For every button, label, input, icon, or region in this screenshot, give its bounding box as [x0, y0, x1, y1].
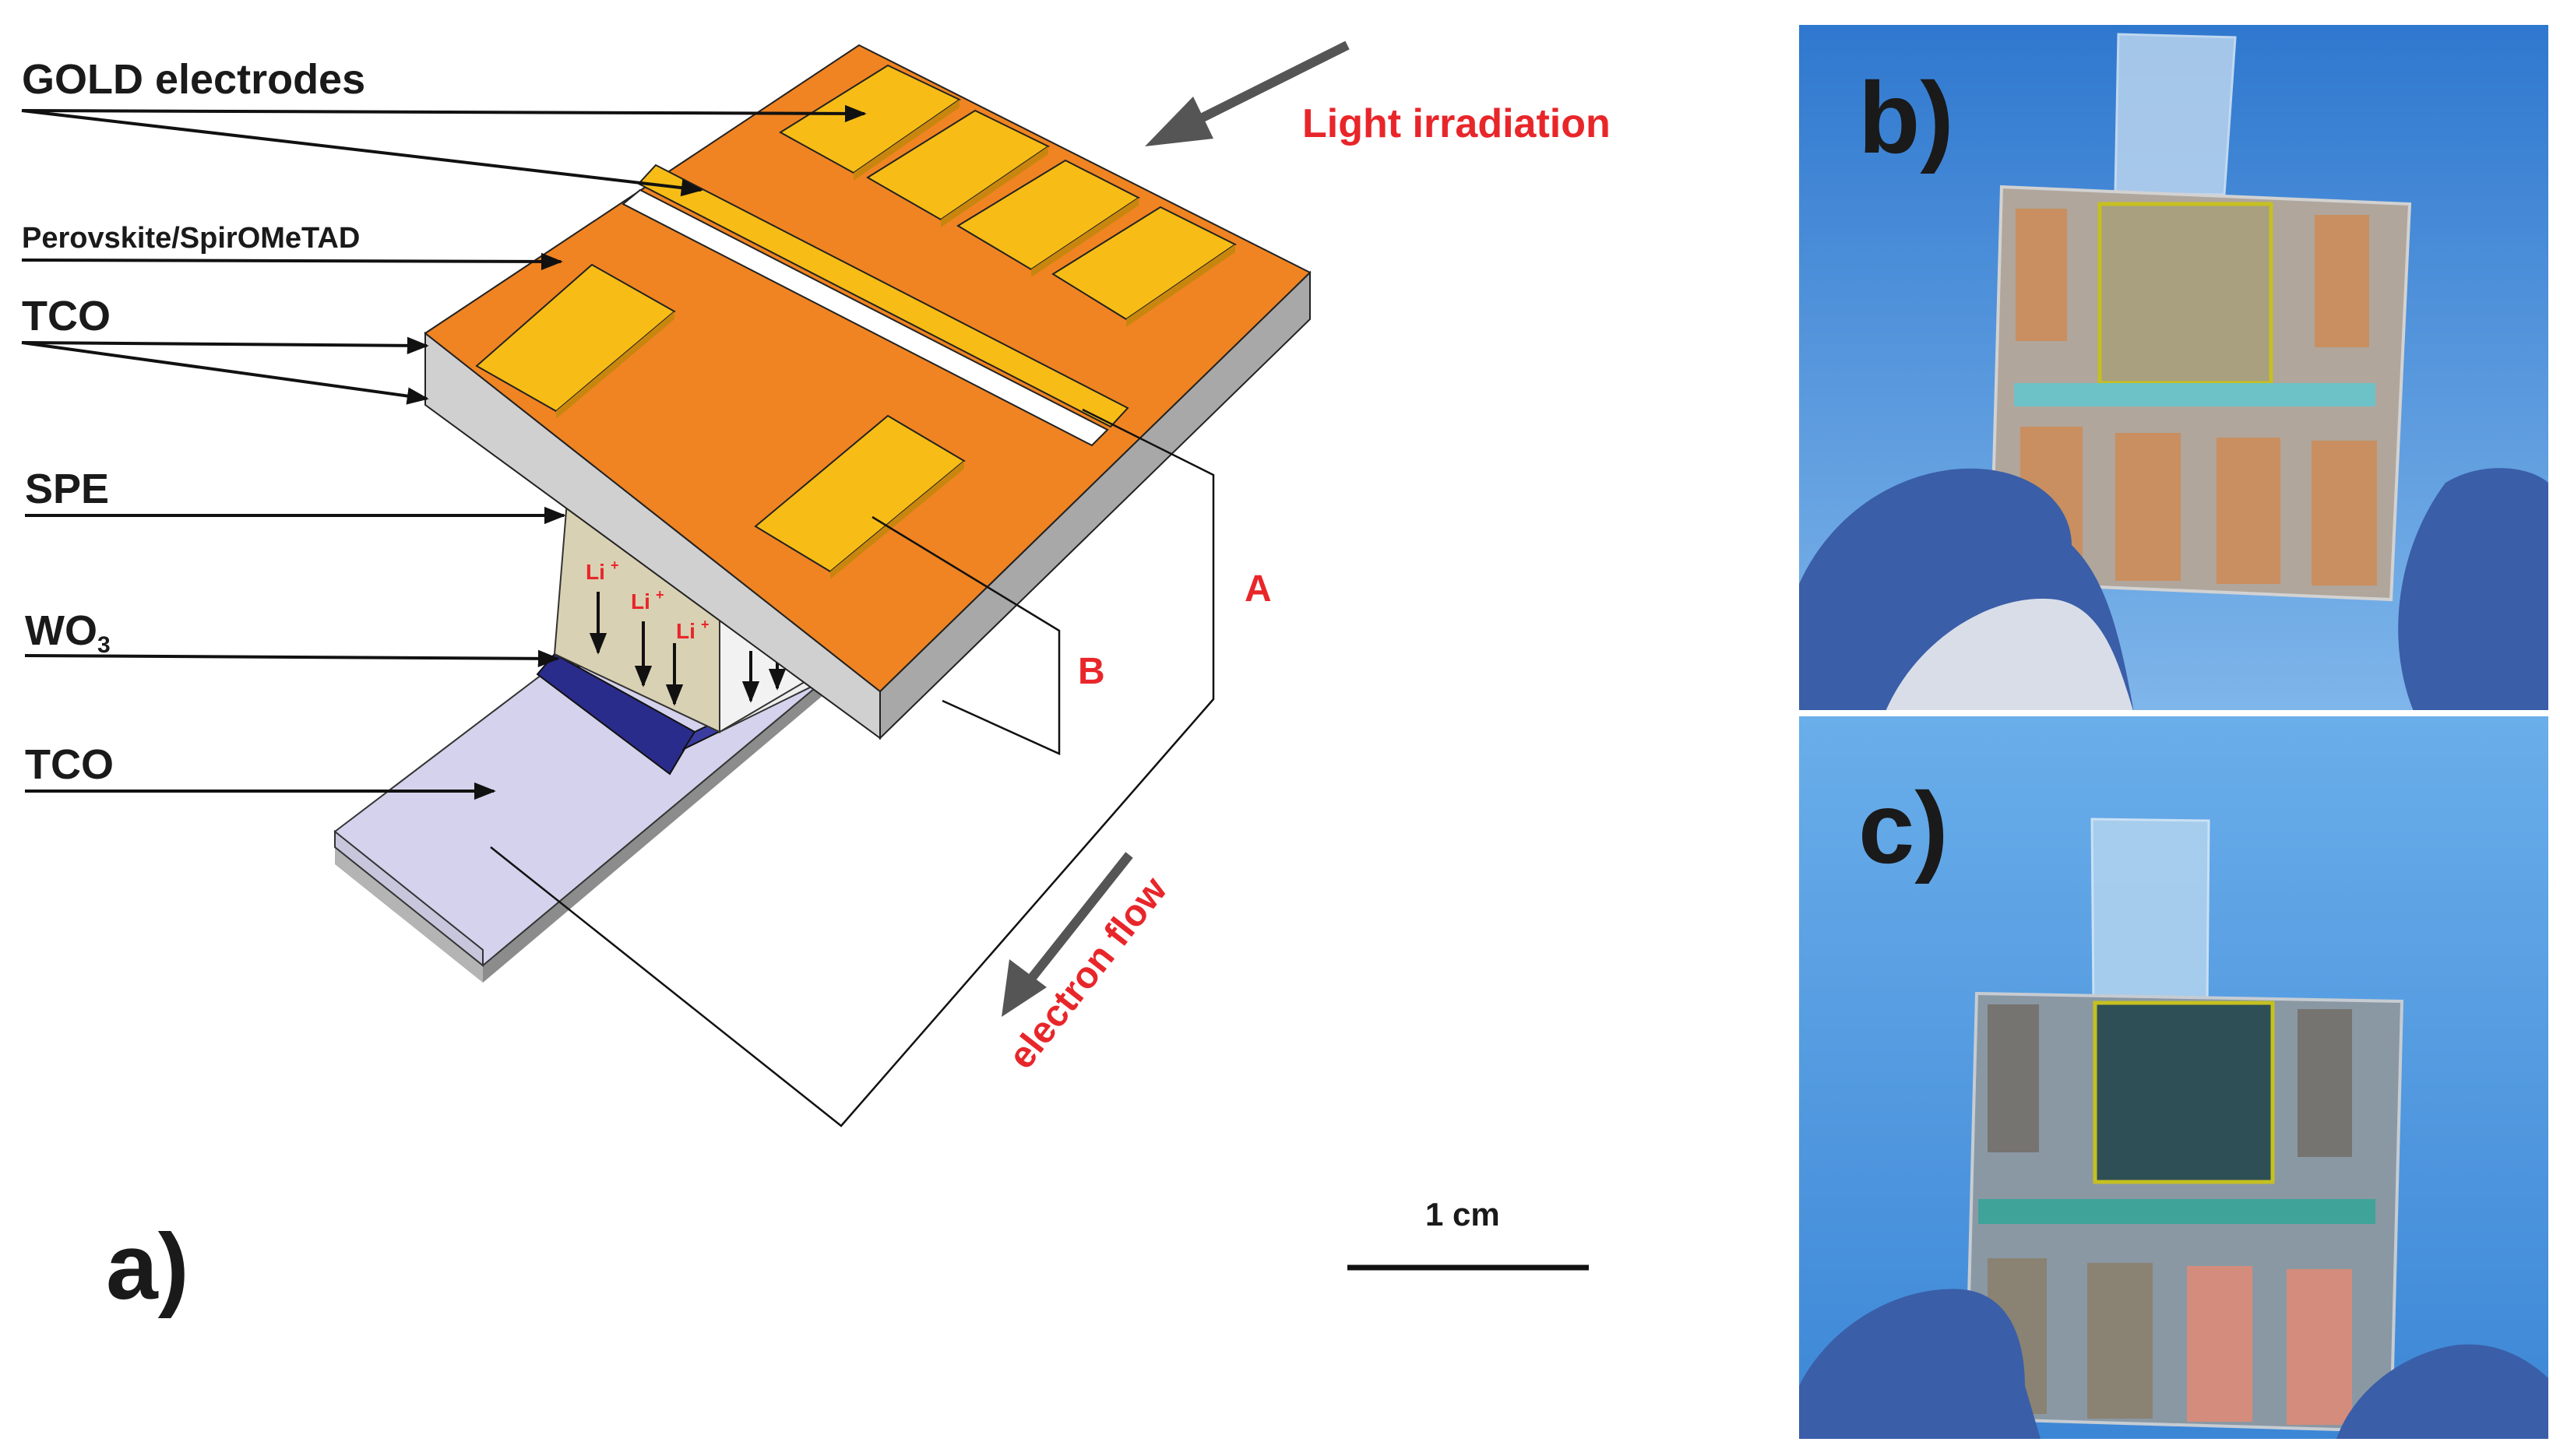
- panel-c-label: c): [1858, 771, 1949, 885]
- li-ion-label-2: Li: [631, 589, 650, 614]
- external-circuit: [490, 408, 1215, 1127]
- light-arrow: [1145, 40, 1350, 146]
- light-irradiation-label: Light irradiation: [1302, 101, 1611, 146]
- perovskite-label: Perovskite/SpirOMeTAD: [22, 222, 360, 255]
- wo3-label: WO3: [25, 607, 111, 658]
- gold-electrodes-front: [475, 263, 966, 579]
- electron-flow-arrow: [1002, 852, 1133, 1017]
- tco-bottom-label: TCO: [25, 741, 114, 788]
- li-ion-charge-2: +: [656, 587, 664, 603]
- wo3-layer: [536, 652, 696, 775]
- panel-a-schematic: Li + Li + Li +: [21, 40, 1611, 1319]
- panel-b-label: b): [1858, 61, 1954, 174]
- gold-stripe: [637, 164, 1129, 428]
- circuit-a-label: A: [1245, 568, 1272, 610]
- li-ion-charge-3: +: [701, 617, 710, 632]
- panel-c-photo: c): [1799, 715, 2548, 1439]
- li-ion-migration: Li + Li + Li +: [586, 557, 787, 706]
- gold-electrodes-rear: [779, 64, 1237, 327]
- circuit-b-wire: [872, 515, 1061, 755]
- separator-gap: [622, 188, 1109, 447]
- scale-bar-label: 1 cm: [1425, 1196, 1500, 1233]
- spe-label: SPE: [25, 466, 109, 512]
- tco-top-label: TCO: [22, 293, 111, 339]
- scale-bar: 1 cm: [1347, 1196, 1589, 1271]
- photo-divider: [1799, 710, 2548, 716]
- circuit-a-wire: [490, 408, 1215, 1127]
- panel-b-photo: b): [1799, 25, 2548, 713]
- panel-a-label: a): [106, 1215, 189, 1319]
- circuit-b-label: B: [1078, 651, 1105, 692]
- li-ion-label-1: Li: [586, 560, 605, 584]
- li-ion-label-3: Li: [676, 619, 695, 643]
- li-ion-charge-1: +: [611, 557, 619, 573]
- layer-labels: GOLD electrodes Perovskite/SpirOMeTAD TC…: [21, 56, 867, 800]
- gold-electrodes-label: GOLD electrodes: [22, 56, 365, 103]
